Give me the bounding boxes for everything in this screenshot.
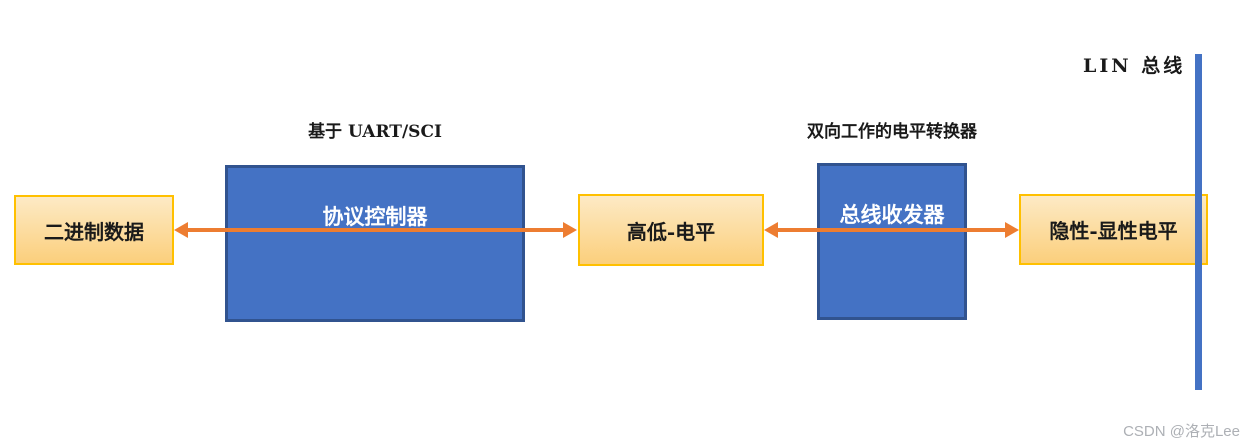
node-high-low-level-label: 高低-电平: [626, 219, 716, 244]
node-bus-transceiver: 总线收发器: [817, 163, 967, 320]
arrowhead-left-icon: [764, 222, 778, 238]
lin-bus-line: [1195, 54, 1202, 390]
node-high-low-level: 高低-电平: [578, 194, 764, 266]
node-protocol-controller-label: 协议控制器: [322, 204, 428, 229]
lin-bus-label: LIN 总线: [1083, 55, 1186, 77]
caption-bus-transceiver: 双向工作的电平转换器: [807, 122, 977, 142]
arrowhead-right-icon: [1005, 222, 1019, 238]
caption-protocol-controller: 基于 UART/SCI: [308, 122, 442, 142]
arrowhead-left-icon: [174, 222, 188, 238]
arrowhead-right-icon: [563, 222, 577, 238]
arrow-shaft: [778, 228, 1005, 232]
node-binary-data: 二进制数据: [14, 195, 174, 265]
node-binary-data-label: 二进制数据: [44, 219, 144, 244]
node-recessive-dominant-level: 隐性-显性电平: [1019, 194, 1208, 265]
node-bus-transceiver-label: 总线收发器: [839, 202, 945, 227]
node-recessive-dominant-level-label: 隐性-显性电平: [1049, 219, 1178, 243]
arrow-shaft: [188, 228, 563, 232]
watermark: CSDN @洛克Lee: [1123, 423, 1240, 440]
node-protocol-controller: 协议控制器: [225, 165, 525, 322]
arrow-binary-to-highlow: [174, 222, 577, 238]
arrow-highlow-to-recessive: [764, 222, 1019, 238]
